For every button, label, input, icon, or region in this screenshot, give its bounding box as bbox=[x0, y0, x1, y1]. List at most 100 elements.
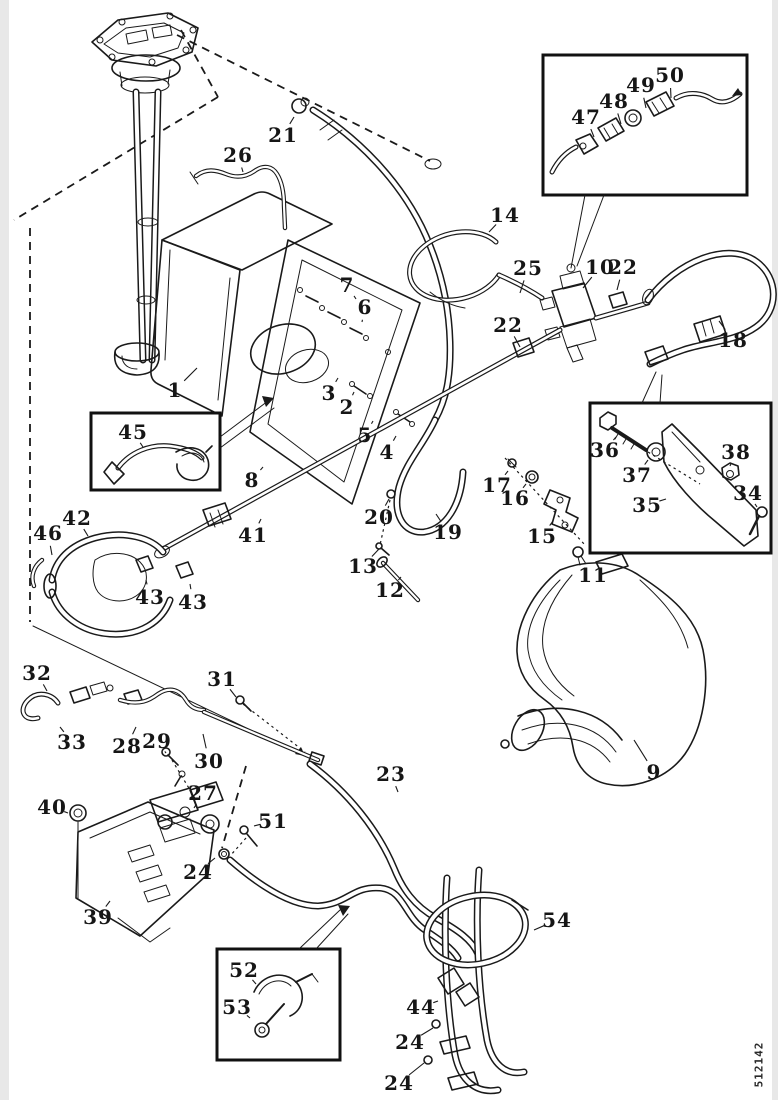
clamp-43b bbox=[175, 561, 194, 579]
nut-11 bbox=[572, 546, 584, 558]
part-callout-44: 44 bbox=[406, 995, 436, 1019]
part-callout-45: 45 bbox=[118, 420, 148, 444]
part-callout-13: 13 bbox=[348, 554, 378, 578]
leader-line-15 bbox=[549, 520, 554, 526]
shield-9 bbox=[500, 553, 707, 787]
leader-line-10 bbox=[582, 276, 593, 289]
leader-line-18 bbox=[718, 320, 726, 330]
vent-hose-26 bbox=[189, 164, 288, 231]
leader-line-7 bbox=[353, 295, 357, 300]
leader-line-43 bbox=[189, 583, 192, 590]
part-callout-32: 32 bbox=[22, 661, 52, 685]
part-callout-19: 19 bbox=[433, 520, 463, 544]
leader-line-22 bbox=[513, 336, 521, 348]
fitting-detail-parts bbox=[549, 88, 743, 175]
part-callout-53: 53 bbox=[222, 995, 252, 1019]
leader-line-23 bbox=[395, 785, 399, 793]
leader-line-20 bbox=[384, 498, 390, 506]
cap-40 bbox=[69, 804, 87, 822]
leader-line-13 bbox=[371, 548, 380, 557]
part-callout-51: 51 bbox=[258, 809, 288, 833]
part-callout-7: 7 bbox=[339, 273, 355, 297]
part-callout-33: 33 bbox=[57, 730, 87, 754]
leader-line-19 bbox=[435, 513, 442, 522]
leader-line-54 bbox=[533, 924, 546, 931]
leader-line-11 bbox=[580, 555, 587, 565]
leader-line-39 bbox=[105, 900, 111, 907]
leader-line-30 bbox=[202, 733, 207, 749]
leader-line-31 bbox=[229, 688, 237, 698]
part-callout-46: 46 bbox=[33, 521, 63, 545]
leader-line-32 bbox=[42, 684, 48, 692]
leader-line-8 bbox=[259, 466, 264, 471]
lower-left-hoses bbox=[20, 681, 325, 801]
clamp-detail-parts bbox=[103, 443, 213, 485]
leader-line-45 bbox=[139, 442, 144, 448]
part-callout-18: 18 bbox=[718, 328, 748, 352]
sender-unit bbox=[91, 12, 199, 376]
part-callout-3: 3 bbox=[321, 381, 337, 405]
bracket-35 bbox=[661, 423, 759, 547]
part-callout-24-2: 24 bbox=[395, 1030, 425, 1054]
nut-38 bbox=[721, 462, 740, 481]
bracket-cluster-15 bbox=[507, 458, 584, 566]
inset-pointers bbox=[219, 194, 663, 950]
part-callout-40: 40 bbox=[37, 795, 67, 819]
part-callout-36: 36 bbox=[590, 438, 620, 462]
leader-line-43 bbox=[145, 579, 148, 585]
part-callout-23: 23 bbox=[376, 762, 406, 786]
clamp-43a bbox=[135, 555, 154, 573]
scan-edge-left bbox=[0, 0, 9, 1100]
part-callout-21: 21 bbox=[268, 123, 298, 147]
mounting-plate bbox=[249, 239, 421, 505]
leader-line-51 bbox=[253, 823, 261, 827]
clip-detail-inset bbox=[215, 947, 342, 1062]
part-callout-25: 25 bbox=[513, 256, 543, 280]
main-fuel-line bbox=[154, 291, 651, 559]
leader-line-34 bbox=[754, 503, 758, 508]
leader-line-4 bbox=[392, 435, 397, 441]
part-callout-54: 54 bbox=[542, 908, 572, 932]
fitting-detail-inset bbox=[541, 53, 749, 197]
clamp-24c bbox=[447, 1071, 479, 1091]
leader-line-41 bbox=[258, 518, 262, 524]
part-callout-43: 43 bbox=[135, 585, 165, 609]
leader-line-28 bbox=[132, 726, 137, 735]
part-callout-24-3: 24 bbox=[384, 1071, 414, 1095]
part-callout-49: 49 bbox=[626, 73, 656, 97]
leader-line-44 bbox=[433, 1000, 439, 1004]
fitting-20 bbox=[386, 489, 396, 499]
fuel-tank bbox=[150, 158, 442, 417]
clamp-24b bbox=[439, 1035, 471, 1055]
clip-detail-parts bbox=[253, 973, 319, 1038]
part-callout-39: 39 bbox=[83, 905, 113, 929]
part-callout-48: 48 bbox=[599, 89, 629, 113]
elbow-47 bbox=[575, 133, 599, 155]
part-callout-41: 41 bbox=[238, 523, 268, 547]
part-callout-14: 14 bbox=[490, 203, 520, 227]
part-callout-28: 28 bbox=[112, 734, 142, 758]
bolt-17 bbox=[507, 458, 517, 468]
part-callout-6: 6 bbox=[357, 295, 373, 319]
leader-line-37 bbox=[644, 459, 649, 465]
document-code: 512142 bbox=[752, 1041, 766, 1088]
bolt-36 bbox=[599, 411, 617, 431]
filler-hose bbox=[291, 97, 467, 536]
leader-line-33 bbox=[59, 726, 65, 733]
fitting-48 bbox=[597, 117, 625, 142]
bolt-29 bbox=[161, 747, 171, 757]
return-hose-18 bbox=[642, 249, 777, 368]
leader-line-2 bbox=[351, 391, 355, 396]
bolt-34 bbox=[756, 506, 768, 518]
valve-assembly-10 bbox=[539, 263, 597, 363]
part-callout-1: 1 bbox=[167, 378, 183, 402]
part-callout-8: 8 bbox=[244, 468, 260, 492]
part-callout-50: 50 bbox=[655, 63, 685, 87]
leader-line-46 bbox=[49, 545, 53, 556]
part-callout-15: 15 bbox=[527, 524, 557, 548]
leader-line-47 bbox=[590, 128, 595, 138]
hose-24 bbox=[226, 856, 462, 962]
sleeve-clamp bbox=[202, 502, 232, 527]
leader-line-52 bbox=[252, 979, 257, 985]
